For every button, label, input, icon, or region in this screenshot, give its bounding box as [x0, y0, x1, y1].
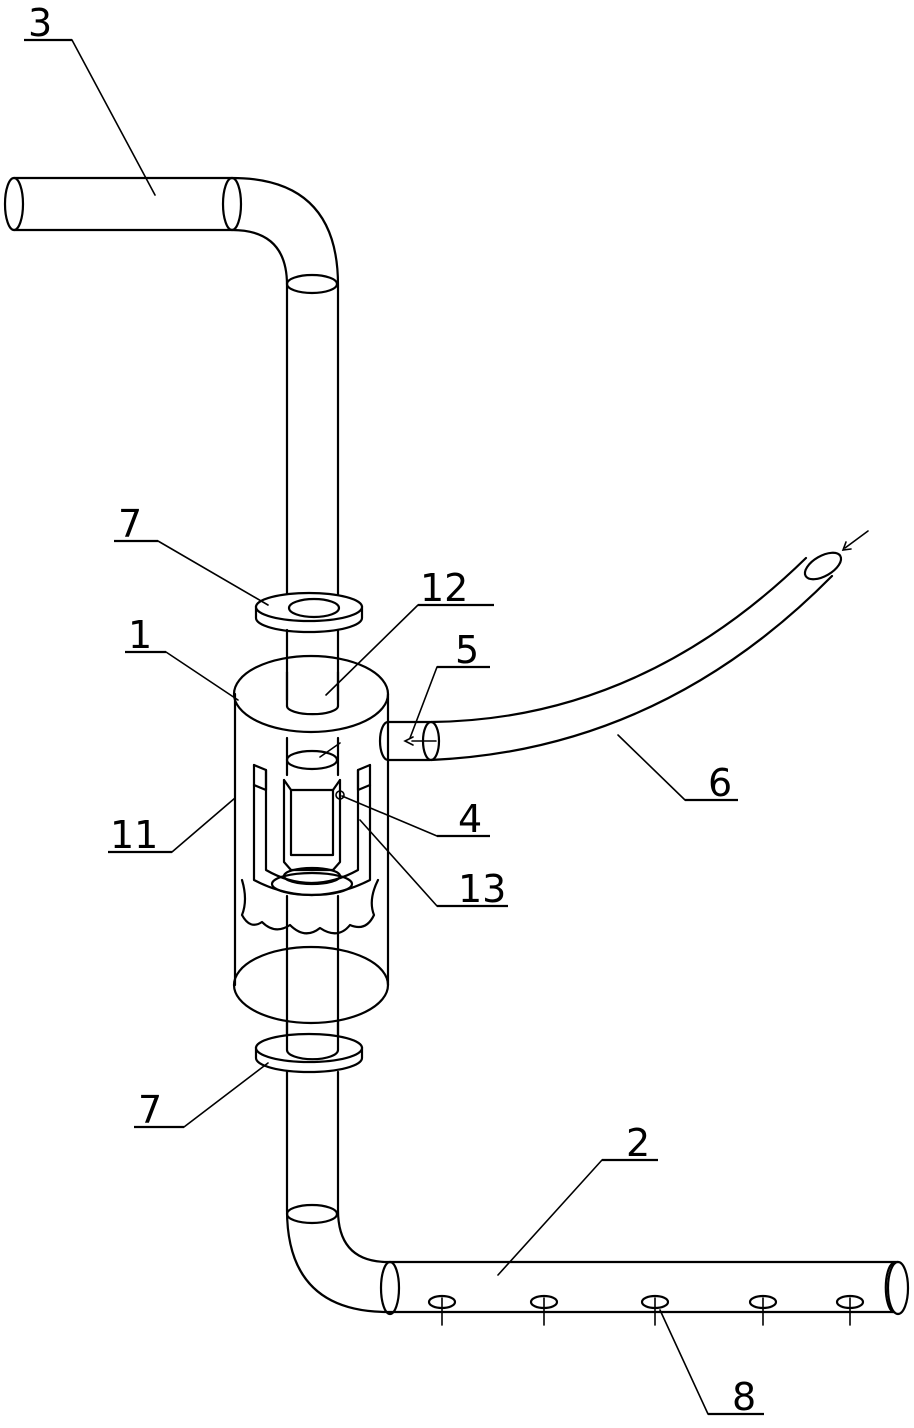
label-11: 11 [110, 813, 158, 857]
upper-flange [254, 591, 364, 634]
body-cylinder [232, 654, 390, 1025]
spray-nozzles [427, 1294, 865, 1326]
leader-lines [24, 38, 764, 1416]
nozzle [529, 1294, 559, 1326]
nozzle [748, 1294, 778, 1326]
lower-flange [254, 1018, 364, 1074]
label-7-bottom: 7 [138, 1088, 162, 1132]
impeller-housing [240, 763, 380, 935]
label-2: 2 [626, 1121, 650, 1165]
nozzle [640, 1294, 670, 1326]
label-3: 3 [28, 1, 52, 45]
inner-shaft [285, 736, 341, 777]
label-8: 8 [732, 1375, 756, 1419]
label-1: 1 [128, 613, 152, 657]
label-7-top: 7 [118, 502, 142, 546]
label-12: 12 [420, 566, 468, 610]
label-4: 4 [458, 797, 482, 841]
lower-pipe [285, 1070, 910, 1316]
nozzle [427, 1294, 457, 1326]
label-5: 5 [455, 628, 479, 672]
label-6: 6 [708, 761, 732, 805]
nozzle [835, 1294, 865, 1326]
reference-numerals: 3 7 12 1 5 6 11 4 13 7 2 8 [28, 1, 756, 1419]
upper-pipe [3, 176, 340, 597]
neck-pipe [285, 628, 340, 702]
label-13: 13 [458, 867, 506, 911]
supply-hose [429, 530, 869, 762]
